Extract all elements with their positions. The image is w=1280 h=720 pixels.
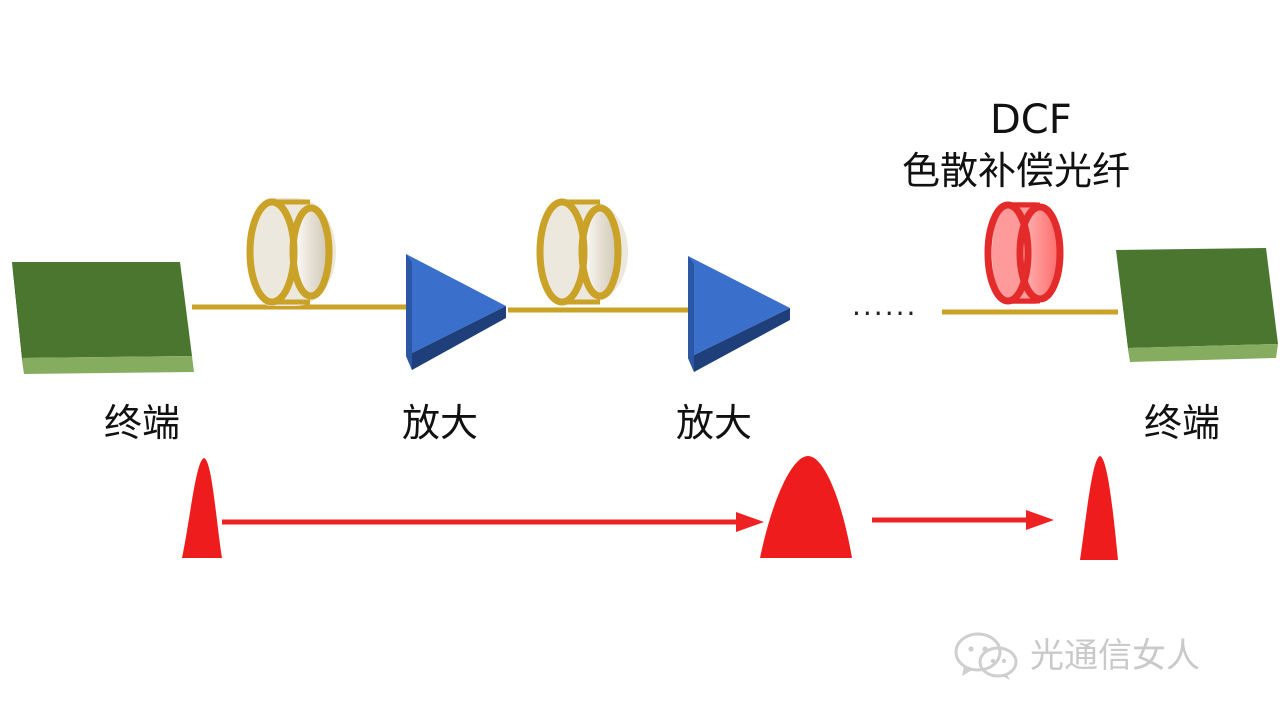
terminal-right-box xyxy=(1116,248,1278,362)
pulse-broad-middle xyxy=(760,456,852,558)
watermark-text: 光通信女人 xyxy=(1030,636,1200,676)
pulse-narrow-left xyxy=(182,458,222,558)
dcf-spool-icon xyxy=(984,201,1064,305)
terminal-left-box xyxy=(12,262,194,374)
terminal-right-label: 终端 xyxy=(1144,401,1221,445)
terminal-left-label: 终端 xyxy=(104,401,181,445)
fiber-spool-icon-1 xyxy=(246,198,336,306)
propagation-arrow-1 xyxy=(222,512,764,532)
ellipsis-label: ...... xyxy=(852,289,918,322)
watermark: 光通信女人 xyxy=(952,630,1200,682)
amplifier-2-label: 放大 xyxy=(676,401,753,445)
amplifier-triangle-icon-2 xyxy=(688,256,790,372)
propagation-arrow-2 xyxy=(872,510,1054,530)
amplifier-triangle-icon-1 xyxy=(406,254,506,370)
dcf-title-label: DCF xyxy=(990,97,1072,143)
fiber-spool-icon-2 xyxy=(536,198,628,306)
wechat-icon xyxy=(954,632,1018,680)
pulse-narrow-right xyxy=(1080,456,1118,560)
amplifier-1-label: 放大 xyxy=(402,401,479,445)
dcf-subtitle-label: 色散补偿光纤 xyxy=(902,149,1131,193)
